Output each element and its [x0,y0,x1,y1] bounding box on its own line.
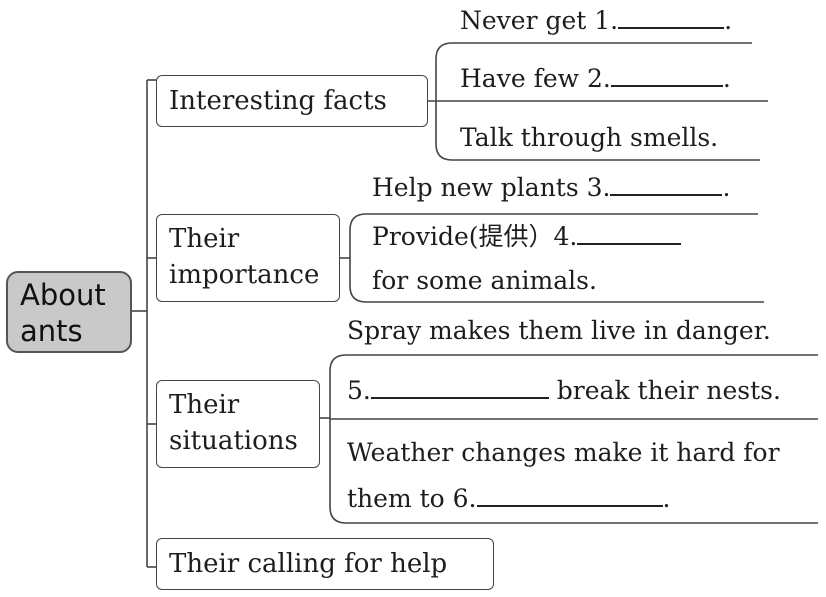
node-their-importance-line1: Their [169,224,240,254]
interesting-item-2-end: . [722,64,731,93]
importance-bracket [349,213,764,303]
situations-item-4-text: them to 6. [347,484,477,513]
situations-item-2-end: break their nests. [548,376,781,405]
situations-item-3: Weather changes make it hard for [347,438,780,468]
root-label-line1: About [20,278,106,312]
interesting-item-1-end: . [724,6,733,35]
interesting-item-1: Never get 1.. [460,6,732,36]
situations-item-3-text: Weather changes make it hard for [347,438,780,467]
situations-item-1: Spray makes them live in danger. [347,316,771,346]
situations-bracket [329,354,818,524]
blank-3 [610,174,723,196]
interesting-item-3-text: Talk through smells. [460,123,719,152]
importance-item-2-text: Provide(提供）4. [372,222,578,251]
importance-item-1-end: . [722,173,731,202]
situations-item-1-text: Spray makes them live in danger. [347,316,771,345]
blank-1 [618,7,725,29]
interesting-item-2-text: Have few 2. [460,64,611,93]
importance-item-2: Provide(提供）4. [372,222,682,252]
importance-item-1: Help new plants 3.. [372,173,730,203]
situations-item-4: them to 6.. [347,484,670,514]
interesting-item-3: Talk through smells. [460,123,718,153]
interesting-item-2: Have few 2.. [460,64,731,94]
blank-5 [370,377,549,399]
importance-item-3: for some animals. [372,266,597,296]
root-node: About ants [6,271,132,353]
node-their-importance-line2: importance [169,260,320,290]
blank-6 [476,485,663,507]
importance-item-1-text: Help new plants 3. [372,173,611,202]
root-label-line2: ants [20,314,83,348]
node-interesting-facts: Interesting facts [156,75,428,127]
blank-2 [610,65,723,87]
node-their-calling-for-help-label: Their calling for help [169,549,448,579]
interesting-item-1-text: Never get 1. [460,6,619,35]
situations-item-2-text: 5. [347,376,371,405]
node-their-situations-line1: Their [169,390,240,420]
node-their-importance: Their importance [156,214,340,302]
node-their-situations-line2: situations [169,426,298,456]
blank-4 [577,223,682,245]
node-interesting-facts-label: Interesting facts [169,86,387,116]
importance-item-3-text: for some animals. [372,266,597,295]
situations-item-4-end: . [662,484,671,513]
node-their-situations: Their situations [156,380,320,468]
situations-item-2: 5. break their nests. [347,376,781,406]
node-their-calling-for-help: Their calling for help [156,538,494,590]
